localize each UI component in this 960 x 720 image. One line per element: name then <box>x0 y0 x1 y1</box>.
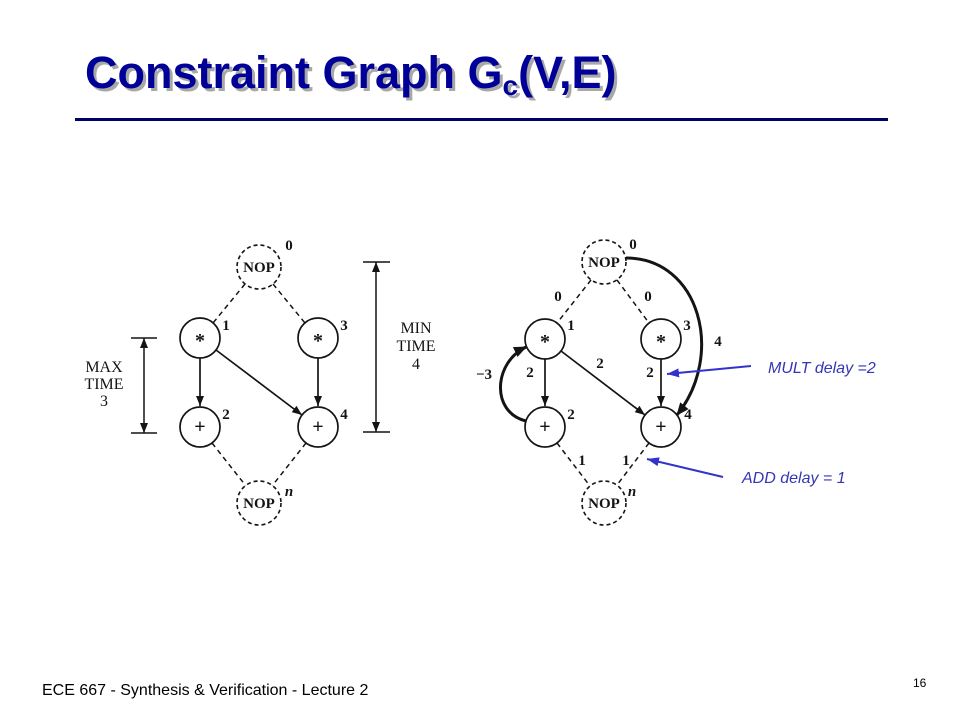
curved-arrow-edge-v2-v1 <box>499 345 527 423</box>
node-label: NOP <box>588 255 620 271</box>
node-id: 4 <box>684 407 692 423</box>
node-label: * <box>195 330 205 352</box>
node-id: 0 <box>285 238 293 254</box>
node-label: + <box>194 416 205 438</box>
node-id: 1 <box>567 318 575 334</box>
node-label: + <box>539 416 550 438</box>
edge-weight-v1-v4: 2 <box>596 356 604 372</box>
max-time-label-line2: TIME <box>84 376 123 393</box>
node-label: NOP <box>243 260 275 276</box>
left-node-v0: NOP 0 <box>236 238 293 290</box>
arrow-edge-v1-v4 <box>215 349 303 416</box>
mult-delay-note: MULT delay =2 <box>768 360 876 377</box>
page-number: 16 <box>913 676 927 690</box>
node-label: * <box>656 331 666 353</box>
dashed-edge-v2-vn <box>211 442 247 487</box>
left-node-v3: * 3 <box>297 317 348 359</box>
edge-weight-v4-vn: 1 <box>622 453 630 469</box>
node-id: 2 <box>567 407 575 423</box>
mult-node-circle <box>297 317 339 359</box>
edge-weight-v2-v1: −3 <box>476 367 492 383</box>
left-graph: NOP 0 * 1 * 3 + 2 + 4 <box>84 238 436 526</box>
node-id: 2 <box>222 407 230 423</box>
mult-node-circle <box>640 318 682 360</box>
min-time-label-line1: MIN <box>400 320 432 337</box>
dashed-edge-v0-v3 <box>272 283 306 324</box>
left-node-v4: + 4 <box>297 406 348 448</box>
right-node-v1: * 1 <box>524 318 575 360</box>
dashed-edge-v0-v1 <box>556 279 592 324</box>
right-node-v3: * 3 <box>640 318 691 360</box>
node-label: * <box>313 330 323 352</box>
add-delay-arrow <box>646 457 724 478</box>
nop-node-circle <box>581 239 627 285</box>
min-time-label-line2: TIME <box>396 338 435 355</box>
add-node-circle <box>640 406 682 448</box>
edge-weight-v1-v2: 2 <box>526 365 534 381</box>
add-delay-note: ADD delay = 1 <box>741 470 846 487</box>
node-label: + <box>312 416 323 438</box>
nop-node-circle <box>581 480 627 526</box>
curved-arrow-edge-v0-v4 <box>625 256 703 416</box>
annotations: MULT delay =2 ADD delay = 1 <box>646 360 876 487</box>
left-node-v1: * 1 <box>179 317 230 359</box>
min-time-value: 4 <box>412 356 420 373</box>
node-id: n <box>285 484 293 500</box>
dashed-edge-v4-vn <box>271 442 307 487</box>
edge-weight-v0-v4: 4 <box>714 334 722 350</box>
add-node-circle <box>297 406 339 448</box>
nop-node-circle <box>236 480 282 526</box>
node-id: 3 <box>340 318 348 334</box>
arrow-edge-v1-v4 <box>560 350 646 416</box>
max-time-constraint: MAX TIME 3 <box>84 337 157 434</box>
left-node-vn: NOP n <box>236 480 293 526</box>
edge-weight-v0-v1: 0 <box>554 289 562 305</box>
add-node-circle <box>524 406 566 448</box>
title-suffix: (V,E) <box>518 47 617 98</box>
slide-footer: ECE 667 - Synthesis & Verification - Lec… <box>42 682 369 699</box>
mult-node-circle <box>179 317 221 359</box>
max-time-value: 3 <box>100 393 108 410</box>
slide-title: Constraint Graph Gc(V,E) <box>85 50 616 101</box>
right-node-vn: NOP n <box>581 480 636 526</box>
node-label: + <box>655 416 666 438</box>
left-node-v2: + 2 <box>179 406 230 448</box>
node-id: 4 <box>340 407 348 423</box>
node-id: n <box>628 484 636 500</box>
right-node-v2: + 2 <box>524 406 575 448</box>
add-node-circle <box>179 406 221 448</box>
right-node-v4: + 4 <box>640 406 692 448</box>
node-id: 1 <box>222 318 230 334</box>
node-label: NOP <box>243 496 275 512</box>
title-underline <box>75 118 888 121</box>
edge-weight-v2-vn: 1 <box>578 453 586 469</box>
mult-node-circle <box>524 318 566 360</box>
title-subscript: c <box>502 70 519 101</box>
dashed-edge-v2-vn <box>556 442 591 487</box>
edge-weight-v0-v3: 0 <box>644 289 652 305</box>
edge-weight-v3-v4: 2 <box>646 365 654 381</box>
node-id: 3 <box>683 318 691 334</box>
node-label: NOP <box>588 496 620 512</box>
right-node-v0: NOP 0 <box>581 237 637 285</box>
title-main: Constraint Graph G <box>85 47 503 98</box>
node-label: * <box>540 331 550 353</box>
node-id: 0 <box>629 237 637 253</box>
mult-delay-arrow <box>666 365 752 378</box>
min-time-constraint: MIN TIME 4 <box>363 261 436 433</box>
right-graph: 0 0 2 2 2 1 1 4 −3 NOP 0 * 1 * 3 <box>476 237 722 526</box>
max-time-label-line1: MAX <box>85 359 123 376</box>
nop-node-circle <box>236 244 282 290</box>
